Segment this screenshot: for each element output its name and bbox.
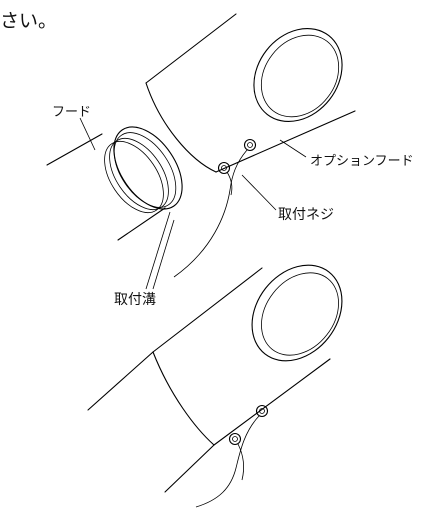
partial-instruction-text: さい。 — [0, 10, 58, 32]
assembled-hood — [87, 264, 343, 493]
groove-leader-2 — [152, 219, 175, 290]
hood-leader — [79, 117, 96, 151]
option-hood-leader — [279, 139, 307, 158]
tether-cord-bottom — [195, 415, 260, 508]
screw-bottom-right — [255, 404, 269, 418]
hood-left — [46, 126, 183, 241]
mounting-groove-label: 取付溝 — [114, 292, 156, 308]
groove-leader-1 — [145, 211, 171, 290]
hood-label: フード — [52, 105, 92, 120]
mounting-screw-label: 取付ネジ — [278, 207, 334, 223]
option-hood-top — [145, 13, 356, 173]
screw-top-left — [217, 161, 231, 175]
screw-leader — [241, 174, 277, 211]
option-hood-label: オプションフード — [310, 154, 414, 169]
tether-cord-top — [173, 149, 248, 278]
screw-bottom-left — [228, 432, 242, 446]
screw-top-right — [243, 138, 257, 152]
